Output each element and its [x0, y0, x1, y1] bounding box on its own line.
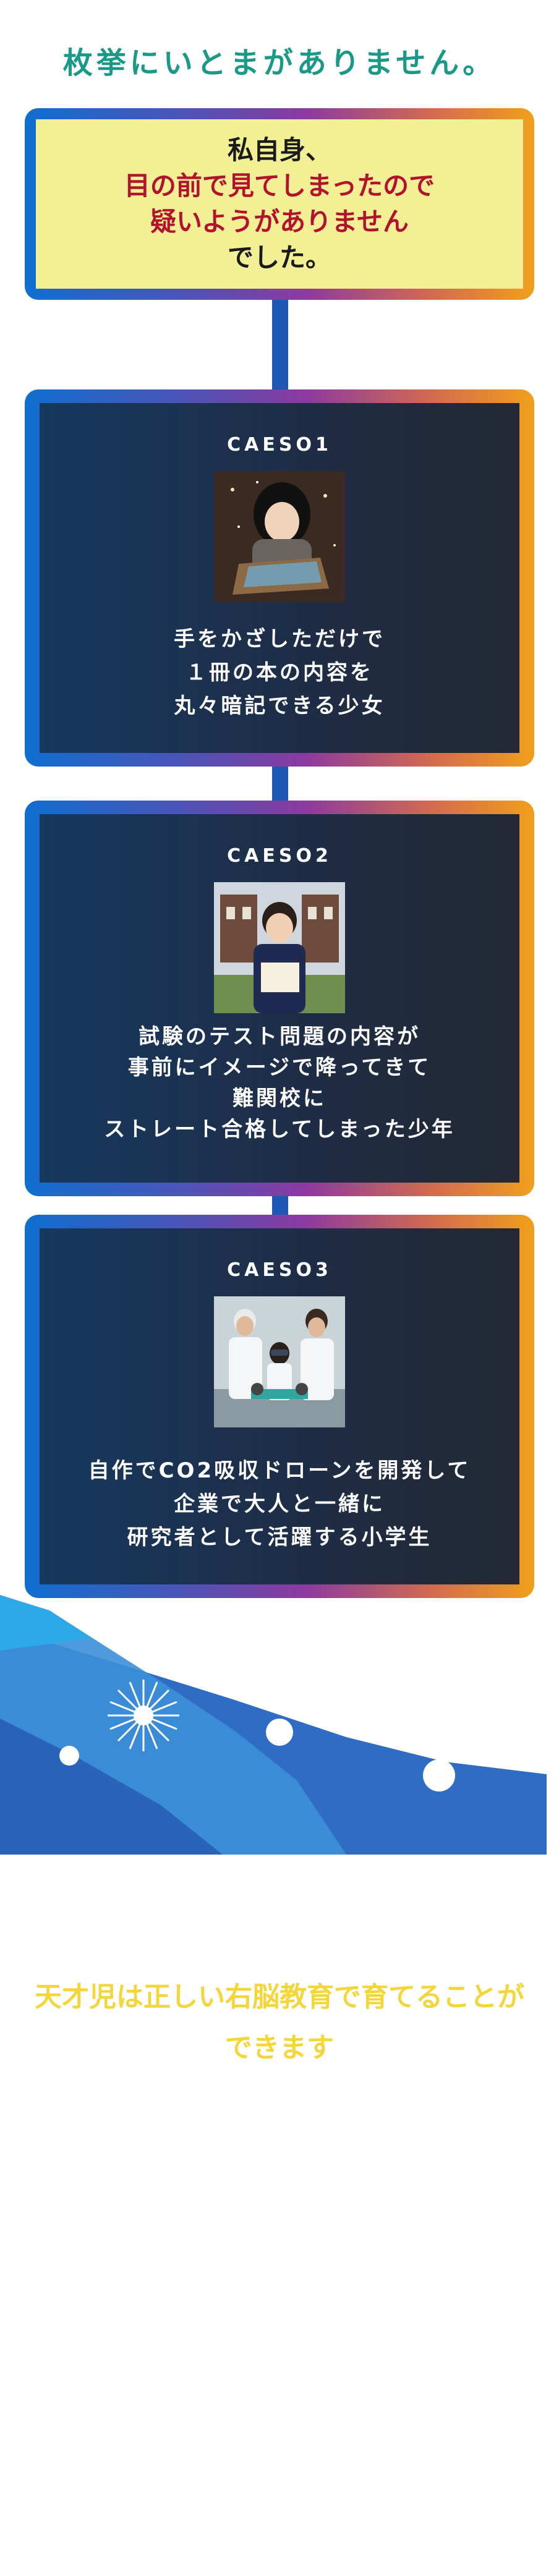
connector-line: [272, 297, 288, 389]
headline-line-3: 疑いようがありません: [150, 206, 409, 237]
case-text-line: 研究者として活躍する小学生: [127, 1525, 432, 1550]
case-text-line: 事前にイメージで降ってきて: [127, 1055, 432, 1080]
case-photo-child-scientist: [214, 1296, 345, 1427]
case-photo-girl-reading: [214, 471, 345, 602]
dot-icon: [59, 1746, 79, 1766]
dot-icon: [266, 1719, 293, 1746]
case-text-line: 自作でCO2吸収ドローンを開発して: [88, 1458, 471, 1483]
case-label: CAESO1: [227, 434, 332, 456]
dot-icon: [423, 1759, 455, 1792]
case-text-line: 難関校に: [233, 1086, 326, 1111]
headline-line-4: でした。: [227, 242, 331, 273]
headline-line-1: 私自身、: [227, 135, 331, 165]
closing-message: 天才児は正しい右脳教育で育てることが できます: [0, 1972, 559, 2073]
case-panel: CAESO2 試験のテスト問題の内容が 事前にイメージで降ってきて 難関校に ス…: [40, 814, 519, 1183]
headline-box: 私自身、 目の前で見てしまったので 疑いようがありません でした。: [36, 119, 523, 289]
case-panel: CAESO1 手をかざしただけで １冊の本の内容を 丸々暗記できる少女: [40, 403, 519, 753]
case-card-1: CAESO1 手をかざしただけで １冊の本の内容を 丸々暗記できる少女: [25, 389, 534, 767]
connector-line: [272, 760, 288, 804]
case-text-line: ストレート合格してしまった少年: [104, 1117, 455, 1142]
case-text-line: １冊の本の内容を: [186, 660, 373, 685]
case-description: 試験のテスト問題の内容が 事前にイメージで降ってきて 難関校に ストレート合格し…: [40, 1021, 519, 1145]
decorative-wave: [0, 1595, 547, 1855]
case-photo-boy-graduate: [214, 882, 345, 1013]
case-card-3: CAESO3 自作でCO2吸収ドローンを開発して 企業で大人と一緒に 研: [25, 1215, 534, 1598]
case-description: 手をかざしただけで １冊の本の内容を 丸々暗記できる少女: [40, 623, 519, 723]
closing-line: 天才児は正しい右脳教育で育てることが: [35, 1981, 524, 2013]
closing-line: できます: [225, 2032, 334, 2064]
headline-line-2: 目の前で見てしまったので: [124, 171, 435, 201]
case-label: CAESO3: [227, 1259, 332, 1281]
case-text-line: 試験のテスト問題の内容が: [139, 1024, 420, 1049]
case-description: 自作でCO2吸収ドローンを開発して 企業で大人と一緒に 研究者として活躍する小学…: [40, 1454, 519, 1554]
sparkle-icon: [108, 1680, 179, 1751]
case-panel: CAESO3 自作でCO2吸収ドローンを開発して 企業で大人と一緒に 研: [40, 1228, 519, 1584]
case-text-line: 手をかざしただけで: [174, 627, 385, 652]
case-text-line: 企業で大人と一緒に: [174, 1492, 385, 1516]
page-title: 枚挙にいとまがありません。: [62, 46, 497, 80]
case-card-2: CAESO2 試験のテスト問題の内容が 事前にイメージで降ってきて 難関校に ス…: [25, 801, 534, 1196]
case-text-line: 丸々暗記できる少女: [174, 694, 385, 718]
headline-frame: 私自身、 目の前で見てしまったので 疑いようがありません でした。: [25, 108, 534, 300]
case-label: CAESO2: [227, 845, 332, 867]
